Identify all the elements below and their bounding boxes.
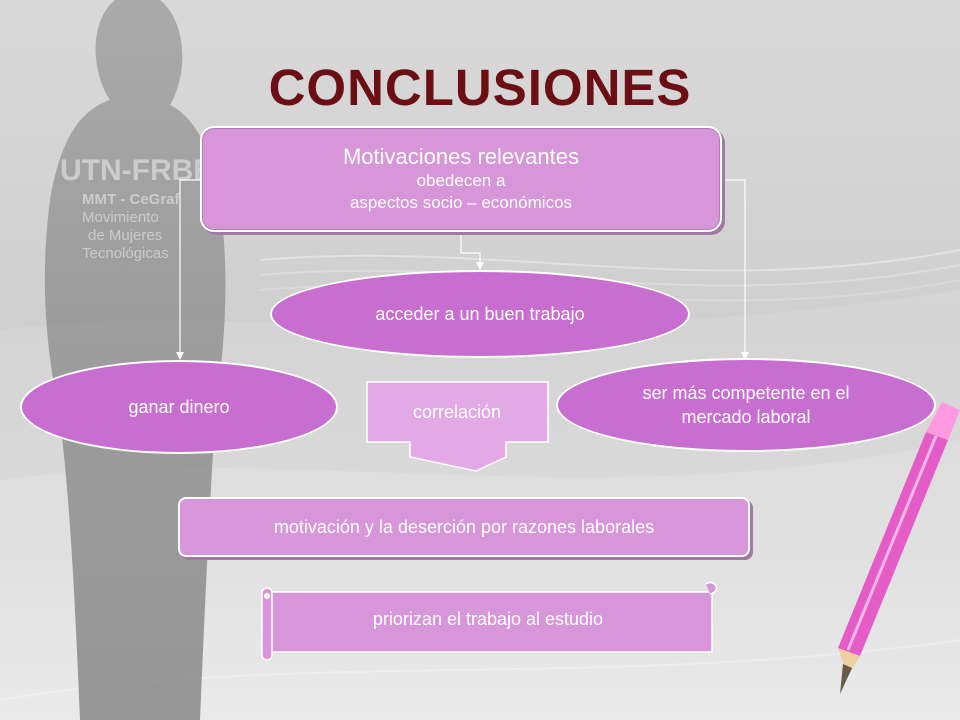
ellipse-good-job: acceder a un buen trabajo [270,270,690,358]
ellipse-competent: ser más competente en el mercado laboral [556,358,936,452]
scroll-label: priorizan el trabajo al estudio [372,608,604,629]
ellipse-earn-money: ganar dinero [20,360,338,454]
page-title: CONCLUSIONES [268,59,692,116]
ellipse-good-job-label: acceder a un buen trabajo [375,304,585,324]
result-label: motivación y la deserción por razones la… [273,516,655,537]
correlation-arrow-shape [366,381,549,472]
correlation-label: correlación [412,401,502,422]
ellipse-competent-label: ser más competente en el mercado laboral [642,383,850,427]
motivations-box: Motivaciones relevantes obedecen a aspec… [200,126,722,232]
scroll-box: priorizan el trabajo al estudio [260,585,716,653]
ellipse-earn-money-label: ganar dinero [128,397,230,417]
correlation-box: correlación [366,382,548,442]
motivations-heading: Motivaciones relevantes [342,144,579,169]
pencil-icon [838,402,960,694]
motivations-line2: obedecen a [416,171,506,190]
result-box: motivación y la deserción por razones la… [178,497,750,557]
motivations-line3: aspectos socio – económicos [349,193,573,212]
